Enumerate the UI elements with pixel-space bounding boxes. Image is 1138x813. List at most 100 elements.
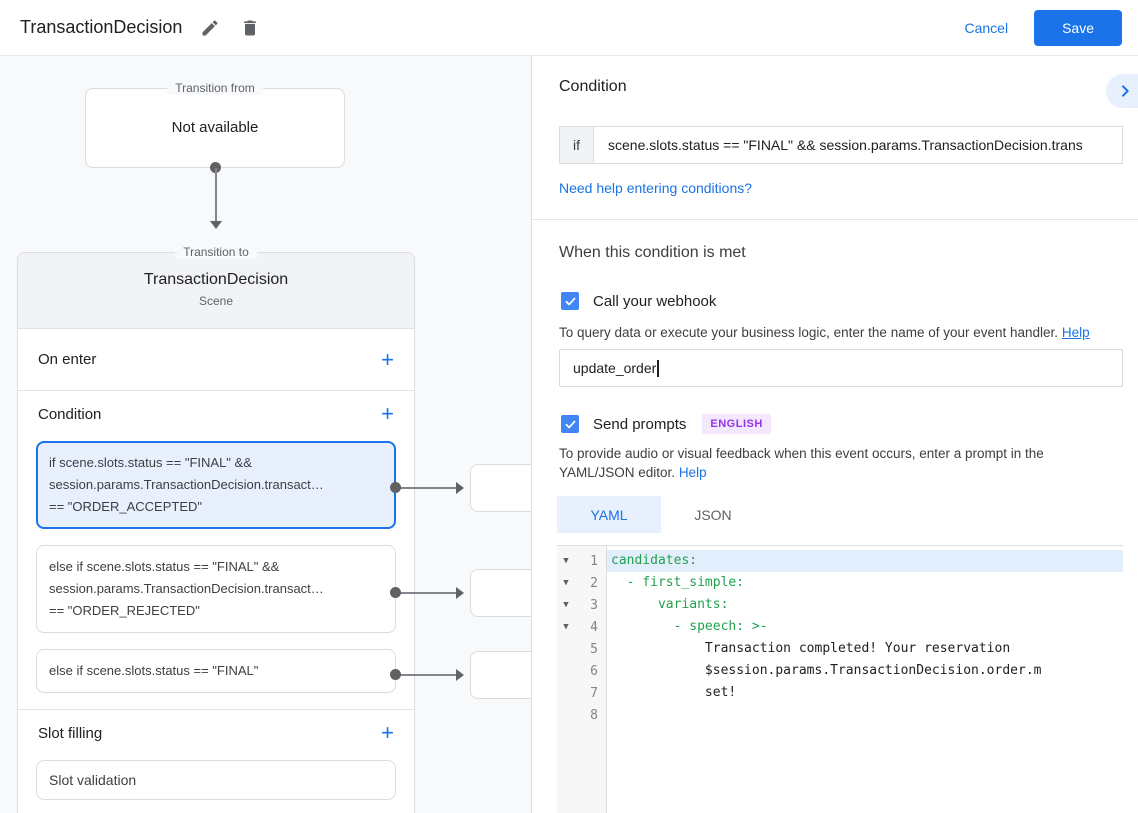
connector-dot[interactable]	[210, 162, 221, 173]
condition-item-final[interactable]: else if scene.slots.status == "FINAL"	[36, 649, 396, 693]
scene-card-header[interactable]: TransactionDecision Scene	[18, 253, 414, 329]
when-met-heading: When this condition is met	[559, 244, 746, 261]
add-on-enter-icon[interactable]: +	[381, 346, 394, 372]
condition-section-label: Condition	[38, 405, 102, 423]
prompts-checkbox[interactable]	[561, 415, 579, 433]
slot-filling-row: Slot filling +	[18, 710, 414, 756]
line-number: 1	[590, 553, 598, 569]
webhook-help-link[interactable]: Help	[1061, 325, 1090, 340]
flow-canvas: Transition from Not available Transition…	[0, 56, 531, 813]
cancel-button[interactable]: Cancel	[964, 19, 1009, 36]
collapse-panel-button[interactable]	[1106, 74, 1138, 108]
transition-from-legend: Transition from	[167, 81, 263, 95]
language-badge: ENGLISH	[702, 414, 771, 434]
line-number: 7	[590, 685, 598, 701]
editor-line[interactable]: $session.params.TransactionDecision.orde…	[611, 663, 1042, 678]
prompts-description-text: To provide audio or visual feedback when…	[559, 446, 1044, 480]
prompts-label: Send prompts	[593, 415, 687, 433]
editor-line[interactable]: set!	[611, 685, 737, 700]
editor-line[interactable]: variants:	[611, 597, 729, 612]
editor-line[interactable]: - first_simple:	[611, 575, 745, 590]
fold-arrow-icon[interactable]: ▼	[563, 578, 569, 588]
transition-target-box[interactable]	[470, 569, 531, 617]
editor-line[interactable]	[607, 704, 1123, 726]
fold-arrow-icon[interactable]: ▼	[563, 600, 569, 610]
gutter-row: ▼1	[557, 550, 606, 572]
on-enter-row[interactable]: On enter +	[18, 329, 414, 391]
editor-tabs: YAML JSON	[557, 496, 765, 533]
editor-line[interactable]: - speech: >-	[611, 619, 768, 634]
condition-connector-dot[interactable]	[390, 587, 401, 598]
slot-filling-label: Slot filling	[38, 724, 103, 742]
condition-line: else if scene.slots.status == "FINAL"	[49, 663, 259, 678]
condition-line: session.params.TransactionDecision.trans…	[49, 581, 324, 596]
transition-to-legend: Transition to	[175, 245, 257, 259]
line-number: 4	[590, 619, 598, 635]
editor-line[interactable]: Transaction completed! Your reservation	[611, 641, 1011, 656]
condition-line: == "ORDER_REJECTED"	[49, 603, 200, 618]
scene-name: TransactionDecision	[143, 271, 289, 288]
transition-from-box[interactable]: Transition from Not available	[85, 81, 345, 168]
arrow-right-icon	[456, 482, 464, 494]
connector-line	[398, 592, 456, 594]
gutter-row: ▼4	[557, 616, 606, 638]
arrow-right-icon	[456, 669, 464, 681]
transition-from-content: Not available	[171, 119, 259, 136]
if-prefix-label: if	[560, 127, 594, 163]
add-slot-icon[interactable]: +	[381, 720, 394, 745]
delete-button[interactable]	[238, 16, 262, 40]
gutter-row: 8	[557, 704, 606, 726]
on-enter-label: On enter	[38, 351, 97, 368]
gutter-row: 6	[557, 660, 606, 682]
editor-line[interactable]: candidates:	[607, 550, 1123, 572]
transition-to-card: Transition to TransactionDecision Scene …	[17, 245, 415, 813]
gutter-row: 7	[557, 682, 606, 704]
conditions-help-link[interactable]: Need help entering conditions?	[559, 180, 753, 196]
condition-connector-dot[interactable]	[390, 669, 401, 680]
checkmark-icon	[565, 297, 575, 305]
condition-connector-dot[interactable]	[390, 482, 401, 493]
prompts-help-link[interactable]: Help	[678, 465, 707, 480]
fold-arrow-icon[interactable]: ▼	[563, 622, 569, 632]
webhook-input[interactable]: update_order	[559, 349, 1123, 387]
condition-item-accepted[interactable]: if scene.slots.status == "FINAL" && sess…	[36, 441, 396, 529]
condition-line: session.params.TransactionDecision.trans…	[49, 477, 324, 492]
scene-type-label: Scene	[198, 294, 234, 308]
save-button[interactable]: Save	[1034, 9, 1122, 46]
gutter-row: ▼3	[557, 594, 606, 616]
pencil-icon	[202, 19, 218, 35]
webhook-checkbox-row: Call your webhook	[561, 292, 716, 310]
line-number: 2	[590, 575, 598, 591]
condition-panel-heading: Condition	[559, 78, 627, 95]
connector-line	[398, 487, 456, 489]
webhook-description: To query data or execute your business l…	[559, 323, 1090, 342]
trash-icon	[244, 20, 257, 35]
condition-item-rejected[interactable]: else if scene.slots.status == "FINAL" &&…	[36, 545, 396, 633]
connector-line	[215, 168, 217, 222]
condition-expression-row: if scene.slots.status == "FINAL" && sess…	[559, 126, 1123, 164]
condition-editor-panel: Condition if scene.slots.status == "FINA…	[531, 56, 1138, 813]
fold-arrow-icon[interactable]: ▼	[563, 556, 569, 566]
transition-target-box[interactable]	[470, 651, 531, 699]
condition-line: else if scene.slots.status == "FINAL" &&	[49, 559, 280, 574]
editor-code-area[interactable]: candidates: - first_simple: variants: - …	[607, 546, 1123, 813]
arrow-right-icon	[456, 587, 464, 599]
line-number: 8	[590, 707, 598, 723]
line-number: 6	[590, 663, 598, 679]
connector-line	[398, 674, 456, 676]
transition-target-box[interactable]	[470, 464, 531, 512]
webhook-checkbox[interactable]	[561, 292, 579, 310]
tab-json[interactable]: JSON	[694, 506, 732, 523]
top-bar: TransactionDecision Cancel Save	[0, 0, 1138, 56]
add-condition-icon[interactable]: +	[381, 401, 394, 426]
slot-validation-item[interactable]: Slot validation	[36, 760, 396, 800]
edit-button[interactable]	[198, 16, 222, 40]
tab-yaml[interactable]: YAML	[557, 496, 661, 533]
panel-divider	[532, 219, 1138, 220]
page-title: TransactionDecision	[20, 17, 183, 37]
condition-expression-input[interactable]: scene.slots.status == "FINAL" && session…	[608, 137, 1083, 153]
line-number: 3	[590, 597, 598, 613]
condition-section-row: Condition +	[18, 391, 414, 437]
